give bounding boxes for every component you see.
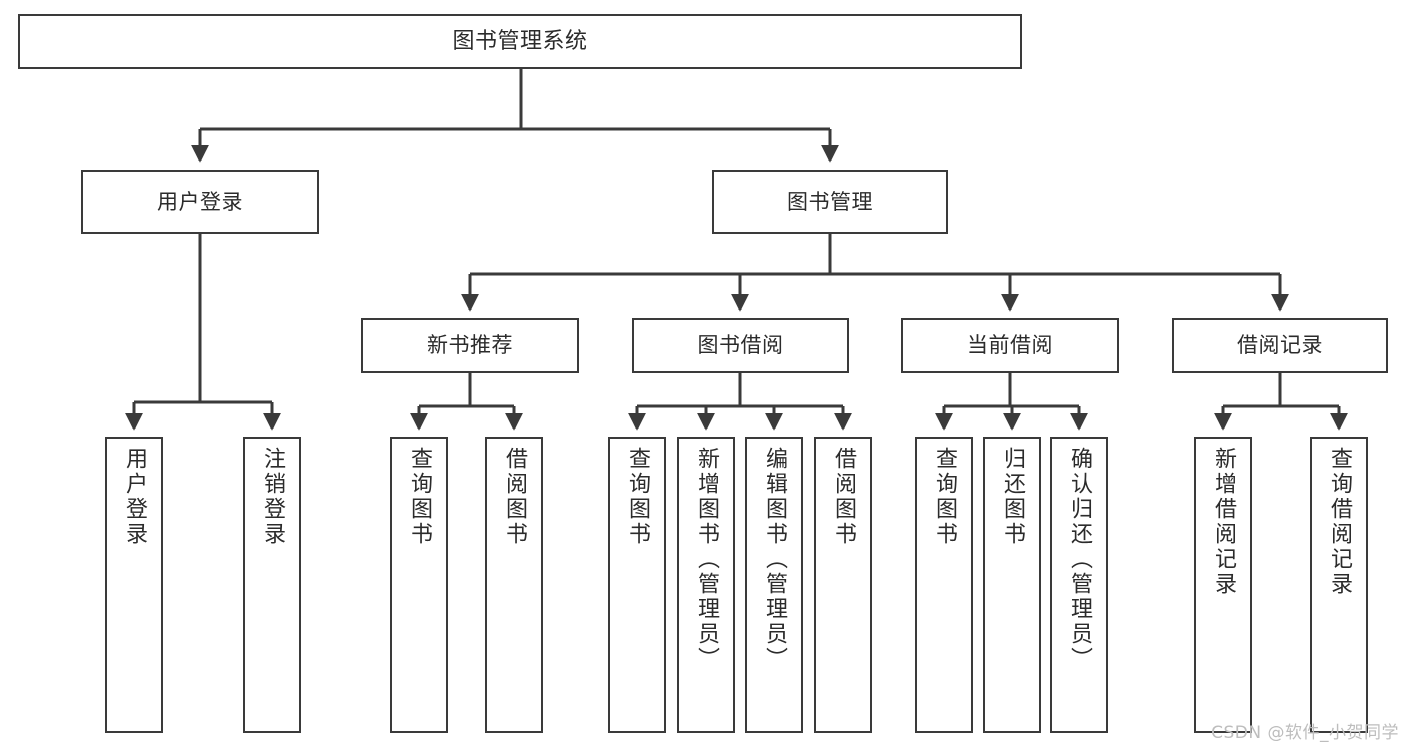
node-leaf-add-borrow-record[interactable]: 新增借阅记录 (1194, 437, 1252, 733)
node-leaf-user-logout-label: 注销登录 (259, 447, 285, 547)
node-user-login-label: 用户登录 (157, 189, 243, 214)
node-leaf-edit-book-admin[interactable]: 编辑图书（管理员） (745, 437, 803, 733)
node-book-borrow-label: 图书借阅 (697, 333, 784, 358)
node-leaf-query-book-1-label: 查询图书 (406, 447, 432, 547)
node-book-borrow[interactable]: 图书借阅 (632, 318, 849, 373)
node-user-login[interactable]: 用户登录 (81, 170, 319, 234)
node-leaf-add-book-admin[interactable]: 新增图书（管理员） (677, 437, 735, 733)
node-borrow-record[interactable]: 借阅记录 (1172, 318, 1388, 373)
node-leaf-add-borrow-record-label: 新增借阅记录 (1210, 447, 1236, 597)
node-book-manage-label: 图书管理 (787, 189, 873, 214)
node-leaf-query-book-3-label: 查询图书 (931, 447, 957, 547)
node-leaf-confirm-return-admin-label: 确认归还（管理员） (1066, 447, 1092, 672)
node-leaf-query-borrow-record[interactable]: 查询借阅记录 (1310, 437, 1368, 733)
node-leaf-borrow-book-2[interactable]: 借阅图书 (814, 437, 872, 733)
node-new-book-recommend-label: 新书推荐 (427, 333, 513, 358)
node-leaf-return-book[interactable]: 归还图书 (983, 437, 1041, 733)
node-leaf-add-book-admin-label: 新增图书（管理员） (693, 447, 719, 672)
node-leaf-confirm-return-admin[interactable]: 确认归还（管理员） (1050, 437, 1108, 733)
node-book-manage[interactable]: 图书管理 (712, 170, 948, 234)
node-root-label: 图书管理系统 (452, 28, 588, 54)
node-leaf-user-login[interactable]: 用户登录 (105, 437, 163, 733)
node-leaf-edit-book-admin-label: 编辑图书（管理员） (761, 447, 787, 672)
node-leaf-query-book-2-label: 查询图书 (624, 447, 650, 547)
node-leaf-query-borrow-record-label: 查询借阅记录 (1326, 447, 1352, 597)
node-current-borrow-label: 当前借阅 (967, 333, 1053, 358)
node-borrow-record-label: 借阅记录 (1237, 333, 1323, 358)
node-leaf-query-book-3[interactable]: 查询图书 (915, 437, 973, 733)
node-leaf-borrow-book-2-label: 借阅图书 (830, 447, 856, 547)
node-leaf-borrow-book-1[interactable]: 借阅图书 (485, 437, 543, 733)
node-new-book-recommend[interactable]: 新书推荐 (361, 318, 579, 373)
node-leaf-return-book-label: 归还图书 (999, 447, 1025, 547)
csdn-watermark: CSDN @软件_小贺同学 (1211, 723, 1399, 743)
node-leaf-user-logout[interactable]: 注销登录 (243, 437, 301, 733)
node-leaf-query-book-2[interactable]: 查询图书 (608, 437, 666, 733)
node-leaf-user-login-label: 用户登录 (121, 447, 147, 547)
node-root[interactable]: 图书管理系统 (18, 14, 1022, 69)
node-leaf-query-book-1[interactable]: 查询图书 (390, 437, 448, 733)
node-current-borrow[interactable]: 当前借阅 (901, 318, 1119, 373)
node-leaf-borrow-book-1-label: 借阅图书 (501, 447, 527, 547)
